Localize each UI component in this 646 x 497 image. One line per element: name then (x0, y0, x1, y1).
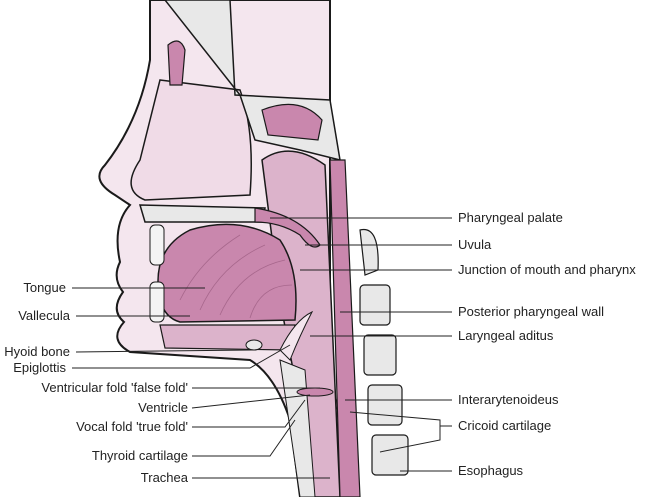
label-cricoid-cartilage: Cricoid cartilage (458, 418, 552, 433)
frontal-sinus (167, 40, 186, 86)
label-vallecula: Vallecula (18, 308, 70, 323)
esophagus-shape (329, 159, 361, 497)
mouth-floor (159, 324, 296, 351)
vertebrae (359, 228, 409, 476)
label-laryngeal-aditus: Laryngeal aditus (458, 328, 554, 343)
upper-teeth (149, 224, 165, 266)
label-epiglottis: Epiglottis (13, 360, 66, 375)
tongue-fibers (179, 234, 293, 319)
label-thyroid-cartilage: Thyroid cartilage (91, 448, 188, 463)
lower-teeth (149, 281, 165, 323)
label-esophagus: Esophagus (458, 463, 524, 478)
label-pharyngeal-palate: Pharyngeal palate (458, 210, 563, 225)
label-interarytenoideus: Interarytenoideus (458, 392, 559, 407)
label-junction: Junction of mouth and pharynx (458, 262, 636, 277)
label-vocal-fold: Vocal fold 'true fold' (76, 419, 188, 434)
tongue-shape (157, 223, 297, 323)
label-uvula: Uvula (458, 237, 492, 252)
label-trachea: Trachea (140, 470, 188, 485)
label-posterior-pharyngeal-wall: Posterior pharyngeal wall (458, 304, 604, 319)
label-tongue: Tongue (23, 280, 66, 295)
hard-palate (138, 204, 266, 223)
hyoid-bone (245, 339, 263, 351)
epiglottis-shape (279, 310, 314, 361)
label-hyoid-bone: Hyoid bone (4, 344, 70, 359)
label-ventricular-fold: Ventricular fold 'false fold' (41, 380, 188, 395)
label-ventricle: Ventricle (138, 400, 188, 415)
sphenoid-sinus (261, 103, 323, 141)
leader-lines (72, 217, 452, 479)
ventricular-fold (296, 387, 334, 397)
